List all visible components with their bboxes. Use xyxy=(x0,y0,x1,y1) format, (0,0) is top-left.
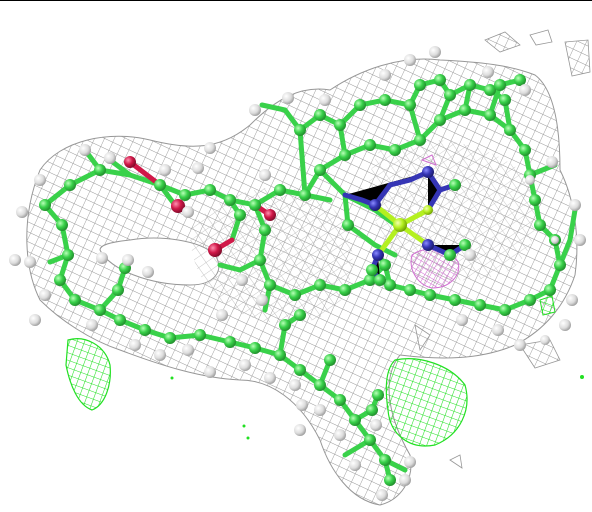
nitrogen-atoms xyxy=(369,166,434,261)
metal-atom xyxy=(393,205,433,232)
hydrogen-atoms xyxy=(9,46,586,501)
difference-map-green xyxy=(65,295,584,447)
carbon-atoms xyxy=(39,74,566,486)
top-border xyxy=(0,0,592,1)
oxygen-atoms xyxy=(124,156,276,257)
